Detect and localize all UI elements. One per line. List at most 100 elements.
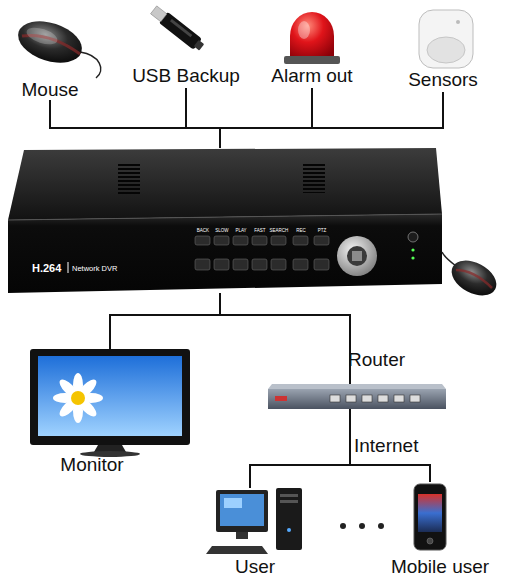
monitor-icon-part [30,349,190,445]
router-icon-part [268,384,446,389]
dvr-recorder-part [314,259,329,270]
desktop-pc-icon-part [220,494,264,526]
dvr-recorder-part [252,236,267,245]
dvr-recorder-part [293,259,308,270]
ellipsis-dots-part [378,523,384,529]
usb-stick-icon-part [170,19,192,37]
button-label: PLAY [230,229,252,234]
mobile-phone-icon-part [427,538,433,544]
dvr-recorder-part [314,236,329,245]
dvr-recorder-part [118,164,140,194]
device-node: USB Backup [122,8,250,88]
dvr-recorder-part [408,232,418,242]
dvr-mouse-icon-part [446,253,502,302]
connector-line [220,293,350,384]
dvr-recorder-part [337,236,377,276]
dvr-recorder-part [303,163,325,193]
motion-sensor-icon-part [456,20,460,24]
router-icon-part [346,395,356,402]
dvr-recorder-part [352,251,362,261]
desktop-pc-icon-part [236,532,248,539]
device-label: USB Backup [122,66,250,87]
dvr-recorder-part [411,248,414,251]
device-node: Mobile user [412,482,452,552]
device-label: Mobile user [380,557,500,578]
button-label: REC [290,229,312,234]
desktop-pc-icon-part [216,490,268,532]
ellipsis-dots-part [359,523,365,529]
button-label: SLOW [211,229,233,234]
dvr-recorder-part [271,259,286,270]
desktop-pc-icon-part [276,488,302,550]
router-icon [268,384,446,409]
router-icon-part [268,389,446,409]
dvr-recorder-part [68,262,69,273]
mobile-phone-icon-part [414,484,446,550]
dvr-recorder-part [271,236,286,245]
dvr-recorder-part [8,148,442,220]
dvr-recorder [8,148,442,293]
button-label: FAST [249,229,271,234]
router-icon-part [330,395,340,402]
desktop-pc-icon-part [224,498,242,508]
monitor-icon-part-part [71,391,85,405]
monitor-icon [30,349,190,457]
usb-stick-icon-part [151,6,167,22]
monitor-icon-part [53,373,103,423]
monitor-icon-part [38,356,182,436]
device-node: Sensors [388,8,498,92]
alarm-light-icon-part [290,12,334,58]
mouse-icon-part [80,52,101,78]
router-icon-part [410,395,420,402]
alarm-light-icon [284,12,340,64]
dvr-mouse-icon-part [442,252,456,266]
router-icon-part [275,396,287,401]
connector-line [50,100,220,148]
panel-label: Network DVR [72,265,132,273]
dvr-recorder-part [195,236,210,245]
mobile-phone-icon-part [418,494,442,532]
dvr-recorder-part [214,236,229,245]
motion-sensor-icon-part [427,37,465,63]
router-icon-part [362,395,372,402]
desktop-pc-icon-part [287,528,291,532]
connector-line [250,409,350,488]
dvr-mouse-icon-part [456,270,492,288]
device-label: Sensors [388,70,498,91]
dvr-recorder-part [8,214,442,220]
device-node: User [212,488,307,550]
dvr-recorder-part [293,236,308,245]
alarm-light-icon-part [284,56,340,64]
dvr-mouse-icon [442,252,502,303]
dvr-recorder-part [233,236,248,245]
connector-line [110,293,220,349]
desktop-pc-icon-part [280,500,298,503]
button-label: PTZ [311,229,333,234]
monitor-icon-part [94,445,126,452]
desktop-pc-icon-part [206,546,268,554]
desktop-pc-icon-part [280,494,298,497]
button-label: BACK [192,229,214,234]
dvr-recorder-part [233,259,248,270]
desktop-pc-icon [206,488,302,554]
ellipsis-dots [340,523,384,529]
device-label: Monitor [22,455,162,476]
dvr-recorder-part [411,256,414,259]
alarm-light-icon-part [298,21,310,39]
device-node: Mouse [10,18,90,100]
mouse-icon-part [25,24,60,47]
motion-sensor-icon [419,10,473,68]
mouse-icon-part [13,14,88,71]
panel-label: H.264 [32,262,68,274]
device-label: User [205,557,305,578]
usb-stick-icon-part [194,40,204,51]
dvr-recorder-part [252,259,267,270]
dvr-recorder-part [347,246,367,266]
dvr-recorder-part [214,259,229,270]
connector-line [220,92,443,148]
dvr-recorder-part [8,214,442,293]
connector-line [186,88,220,148]
router-icon-part [394,395,404,402]
router-icon-part [378,395,388,402]
usb-stick-icon [149,4,206,53]
